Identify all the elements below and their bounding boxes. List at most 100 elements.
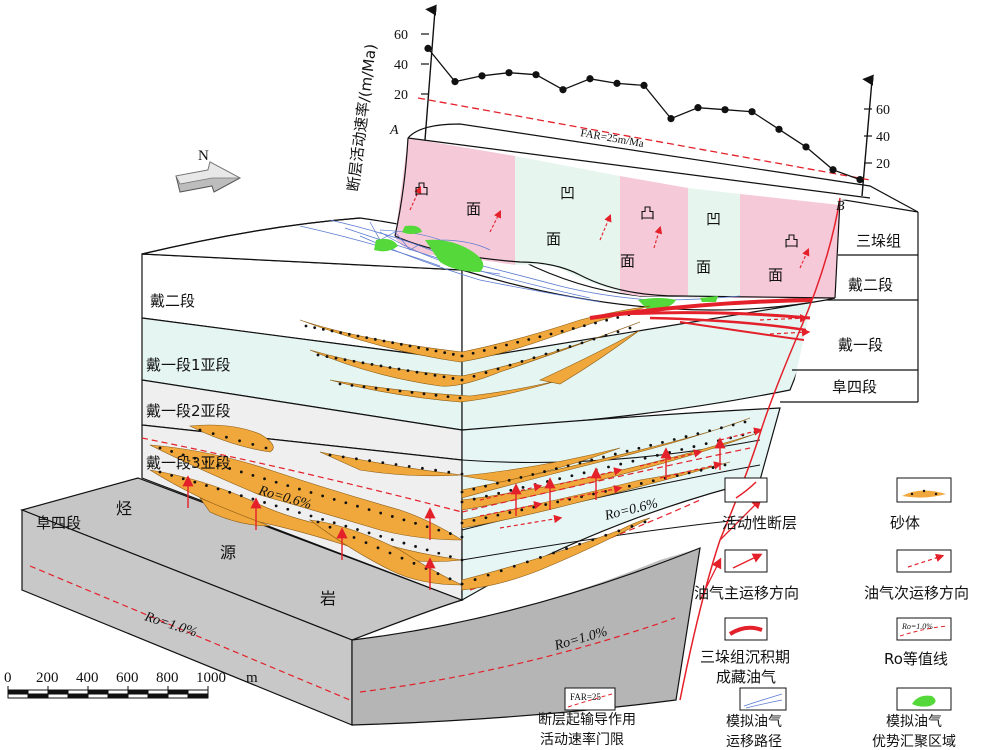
legend-sim-path-2: 运移路径 xyxy=(726,734,782,750)
sand-dot xyxy=(347,332,351,336)
sand-dot xyxy=(356,528,359,531)
rate-point xyxy=(478,72,486,80)
sand-dot xyxy=(637,446,641,450)
sand-dot xyxy=(568,345,572,348)
sand-dot xyxy=(332,497,336,501)
sand-dot xyxy=(437,551,441,555)
wall-label-face-3: 面 xyxy=(620,252,635,270)
scale-segment xyxy=(127,689,149,695)
sand-dot xyxy=(446,395,450,398)
sand-dot xyxy=(316,520,320,524)
scale-unit: m xyxy=(246,670,258,686)
sand-dot xyxy=(422,392,426,396)
sand-dot xyxy=(484,484,487,488)
rate-point xyxy=(721,106,729,114)
migration-arrow-secondary xyxy=(639,449,703,467)
sand-dot xyxy=(447,470,451,474)
front-formation-dai1-1: 戴一段1亚段 xyxy=(146,356,231,374)
sand-dot xyxy=(402,541,406,545)
sand-dot xyxy=(388,551,392,555)
wall-label-face-1: 面 xyxy=(466,200,481,218)
wall-migration-arrow xyxy=(599,213,612,241)
sand-dot xyxy=(170,473,174,477)
sand-dot xyxy=(399,342,403,346)
scale-tick-label: 800 xyxy=(156,670,179,686)
sand-dot xyxy=(286,507,290,511)
sand-dot xyxy=(692,445,696,448)
wall-migration-arrow xyxy=(799,247,810,269)
sand-dot xyxy=(582,471,586,475)
sand-dot xyxy=(158,446,162,450)
rate-point xyxy=(424,44,432,53)
sand-dot xyxy=(425,347,429,351)
sand-dot xyxy=(328,453,332,457)
sand-dot xyxy=(594,321,597,325)
rate-tick-label-a: 20 xyxy=(394,88,408,103)
sand-dot xyxy=(370,362,374,366)
scale-segment xyxy=(27,693,49,699)
sand-dot xyxy=(578,542,582,546)
sand-dot xyxy=(473,578,477,581)
sand-dot xyxy=(471,351,475,355)
sand-dot xyxy=(649,443,653,447)
rate-point xyxy=(613,79,621,87)
sand-dot xyxy=(198,428,202,432)
sand-dot xyxy=(451,377,455,380)
sand-dot xyxy=(414,521,417,525)
wall-label-face-4: 面 xyxy=(696,258,711,276)
sand-dot xyxy=(472,487,476,491)
sand-dot xyxy=(274,480,278,484)
sand-dot xyxy=(460,378,464,382)
sand-dot xyxy=(251,473,255,477)
legend-active-fault: 活动性断层 xyxy=(722,514,797,532)
sand-dot xyxy=(321,327,325,331)
sand-dot xyxy=(170,450,174,453)
label-b: B xyxy=(836,199,845,214)
sand-dot xyxy=(460,490,464,494)
sand-dot xyxy=(631,459,635,463)
legend-far-1: 断层起输导作用 xyxy=(538,712,636,728)
sand-dot xyxy=(538,335,542,339)
north-arrow xyxy=(175,161,242,193)
scale-segment xyxy=(147,693,169,699)
rate-tick-label-b: 20 xyxy=(876,157,890,172)
sand-dot xyxy=(496,513,500,517)
legend-secondary-migration: 油气次运移方向 xyxy=(864,584,969,602)
sand-dot xyxy=(216,487,220,491)
sand-dot xyxy=(417,346,421,350)
fault-migration-arrow xyxy=(699,557,722,601)
sand-dot xyxy=(554,467,558,471)
rate-point xyxy=(532,71,540,79)
rate-point xyxy=(802,143,810,151)
scale-segment xyxy=(7,693,29,699)
sand-dot xyxy=(532,505,536,509)
sand-dot xyxy=(472,497,476,501)
sand-dot xyxy=(661,441,664,444)
sand-dot xyxy=(451,352,455,356)
sand-dot xyxy=(193,480,197,484)
scale-segment xyxy=(187,689,209,695)
scale-segment xyxy=(47,689,69,695)
sand-dot xyxy=(484,371,488,374)
sand-dot xyxy=(361,361,365,365)
scale-segment xyxy=(167,693,189,699)
sand-dot xyxy=(616,330,620,334)
sand-dot xyxy=(406,369,410,373)
sand-dot xyxy=(344,524,348,528)
sand-dot xyxy=(309,491,313,494)
sand-dot xyxy=(460,558,464,562)
sand-dot xyxy=(578,461,582,465)
sand-dot xyxy=(651,479,655,483)
sand-dot xyxy=(425,548,429,552)
legend-ro-contour: Ro等值线 xyxy=(884,650,948,668)
migration-arrow-secondary xyxy=(659,461,723,479)
sand-dot xyxy=(472,374,476,378)
right-formation-fu4: 阜四段 xyxy=(832,378,877,396)
wall-label-convex-2: 凸 xyxy=(640,204,655,222)
sand-dot xyxy=(590,458,594,462)
sand-dot xyxy=(630,525,634,528)
sand-dot xyxy=(297,487,301,491)
sand-dot xyxy=(616,316,620,319)
sanduo-accumulation xyxy=(589,298,813,341)
front-formation-dai1-2: 戴一段2亚段 xyxy=(146,402,231,420)
